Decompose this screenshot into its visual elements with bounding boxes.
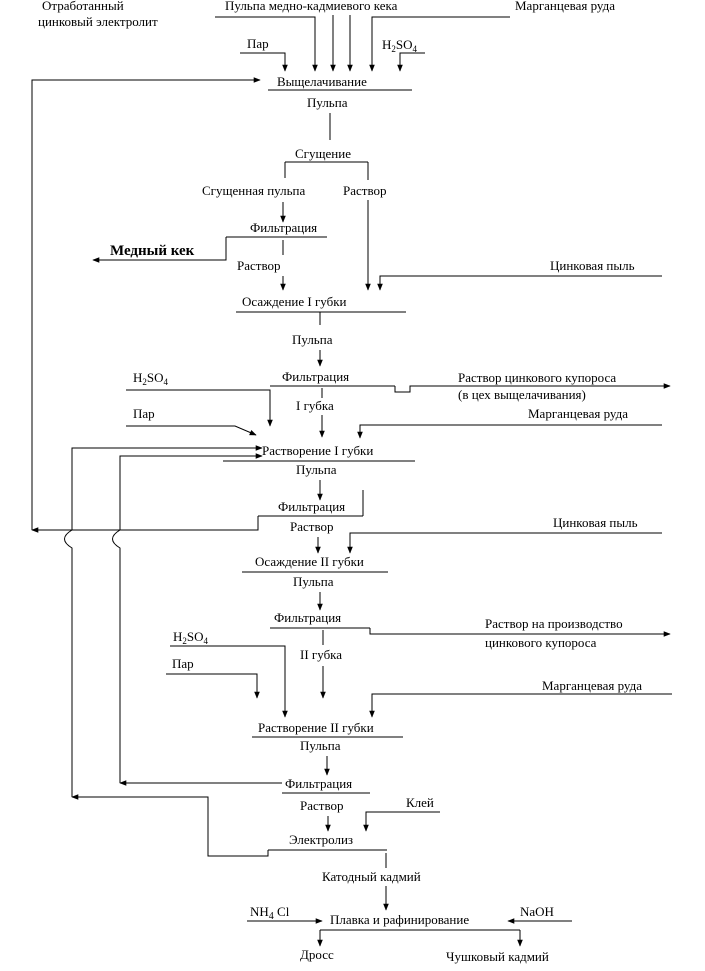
stream-sponge-2: II губка: [300, 647, 342, 662]
glue-arrow: [363, 811, 440, 832]
stream-solution-thick: Раствор: [343, 183, 387, 198]
stream-pulp-2: Пульпа: [292, 332, 333, 347]
zinc-dust-label-1: Цинковая пыль: [550, 258, 635, 273]
recycle-to-leaching: [31, 77, 261, 530]
input-manganese-ore-top: Марганцевая руда: [515, 0, 615, 13]
input-copper-cadmium-cake-pulp: Пульпа медно-кадмиевого кека: [225, 0, 398, 13]
vitriol-production-arrow: [369, 628, 671, 637]
manganese-ore-label-2: Марганцевая руда: [528, 406, 628, 421]
stream-pulp-1: Пульпа: [307, 95, 348, 110]
stage-dissolution-2: Растворение II губки: [258, 720, 374, 735]
stage-filtration-5: Фильтрация: [285, 776, 352, 791]
copper-cake-arrow: [92, 237, 227, 263]
stage-filtration-2: Фильтрация: [282, 369, 349, 384]
stream-to-vitriol-1: Раствор на производство: [485, 616, 623, 631]
h2so4-label-3: H2SO4: [173, 629, 209, 646]
svg-text:H2SO4: H2SO4: [173, 629, 209, 646]
stream-cathode-cadmium: Катодный кадмий: [322, 869, 421, 884]
stage-leaching: Выщелачивание: [277, 74, 367, 89]
stream-solution-filt1: Раствор: [237, 258, 281, 273]
electrolysis-return-arrow: [71, 794, 269, 857]
svg-text:NH4 Cl: NH4 Cl: [250, 904, 290, 922]
steam-label-3: Пар: [172, 656, 194, 671]
stream-thickened-pulp: Сгущенная пульпа: [202, 183, 305, 198]
zinc-dust-label-2: Цинковая пыль: [553, 515, 638, 530]
stream-pulp-3: Пульпа: [296, 462, 337, 477]
stream-ingot-cadmium: Чушковый кадмий: [446, 949, 549, 964]
steam-label-2: Пар: [133, 406, 155, 421]
stream-pulp-4: Пульпа: [293, 574, 334, 589]
manganese-ore-arrow-3: [369, 693, 672, 718]
h2so4-arrow-3: [170, 645, 288, 718]
stream-sponge-1: I губка: [296, 398, 334, 413]
glue-label: Клей: [406, 795, 434, 810]
h2so4-label-2: H2SO4: [133, 370, 169, 387]
nh4cl-label: NH4 Cl: [250, 904, 290, 922]
spent-electrolyte-arrow: [215, 16, 318, 72]
stage-dissolution-1: Растворение I губки: [262, 443, 373, 458]
h2so4-arrow-2: [126, 389, 273, 427]
steam-arrow-1: [240, 52, 288, 72]
svg-text:H2SO4: H2SO4: [382, 37, 418, 54]
stage-precip-2: Осаждение II губки: [255, 554, 364, 569]
stage-electrolysis: Электролиз: [289, 832, 353, 847]
h2so4-label-1: H2SO4: [382, 37, 418, 54]
stream-solution-filt3: Раствор: [290, 519, 334, 534]
steam-label-1: Пар: [247, 36, 269, 51]
zinc-dust-arrow-1: [377, 275, 662, 291]
stage-precip-1: Осаждение I губки: [242, 294, 347, 309]
filt3-return-arrow: [31, 516, 259, 533]
stage-filtration-1: Фильтрация: [250, 220, 317, 235]
zinc-dust-arrow-2: [347, 532, 662, 554]
steam-arrow-3: [166, 673, 260, 699]
h2so4-arrow-1: [397, 52, 425, 72]
recycle-to-dissolution-1a: [64, 445, 263, 797]
stage-thickening: Сгущение: [295, 146, 351, 161]
stream-to-vitriol-2: цинкового купороса: [485, 635, 597, 650]
stream-zinc-vitriol-solution: Раствор цинкового купороса: [458, 370, 616, 385]
stream-copper-cake: Медный кек: [110, 243, 195, 259]
manganese-ore-arrow-top: [369, 16, 510, 72]
manganese-ore-arrow-2: [357, 424, 662, 439]
stream-to-leaching-shop: (в цех выщелачивания): [458, 387, 586, 402]
input-spent-electrolyte-line2: цинковый электролит: [38, 14, 158, 29]
steam-arrow-2: [126, 425, 257, 436]
stage-filtration-3: Фильтрация: [278, 499, 345, 514]
recycle-to-dissolution-1b: [112, 453, 263, 783]
vitriol-solution-arrow: [394, 383, 671, 393]
svg-text:H2SO4: H2SO4: [133, 370, 169, 387]
stage-filtration-4: Фильтрация: [274, 610, 341, 625]
stream-dross: Дросс: [300, 947, 334, 962]
manganese-ore-label-3: Марганцевая руда: [542, 678, 642, 693]
stream-solution-filt5: Раствор: [300, 798, 344, 813]
naoh-label: NaOH: [520, 904, 554, 919]
stream-pulp-5: Пульпа: [300, 738, 341, 753]
input-spent-electrolyte-line1: Отработанный: [42, 0, 124, 13]
stage-smelting: Плавка и рафинирование: [330, 912, 469, 927]
